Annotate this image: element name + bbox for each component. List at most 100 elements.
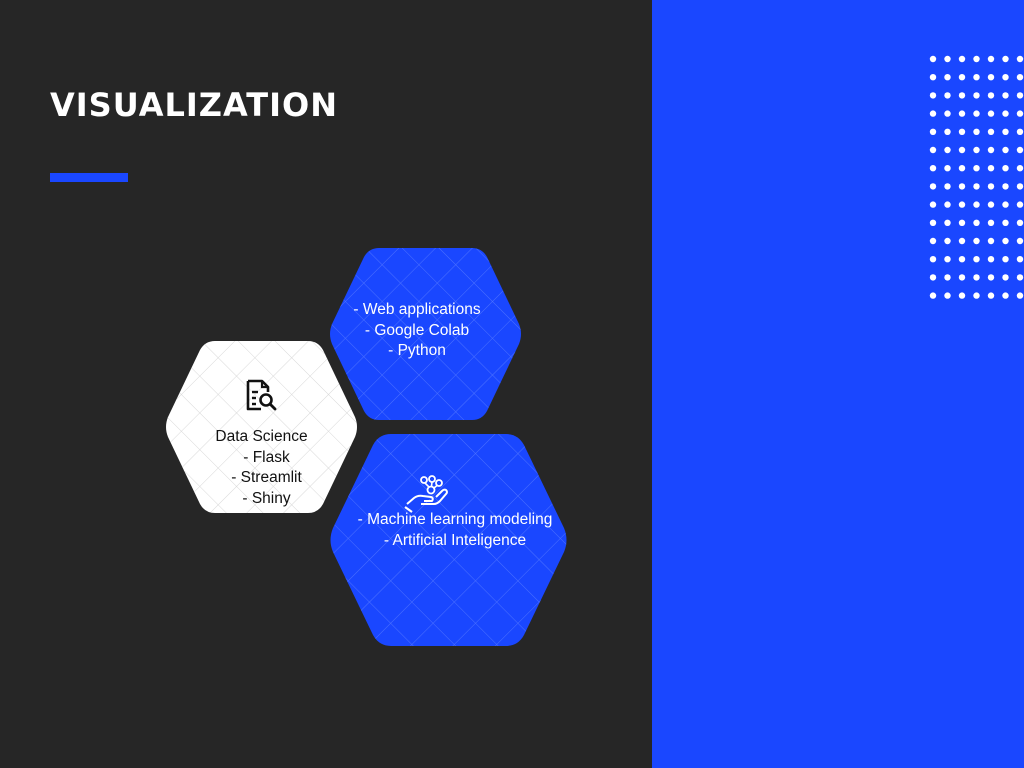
decoration-dot (944, 110, 951, 117)
decoration-dot (1002, 292, 1009, 299)
decoration-dot (944, 256, 951, 263)
decoration-dot (1016, 292, 1024, 299)
decoration-dot (1016, 146, 1024, 154)
decoration-dot (958, 146, 966, 154)
hexagon-line: - Web applications (353, 301, 481, 318)
decoration-dot (929, 55, 937, 63)
decoration-dot (1016, 74, 1024, 81)
decoration-dot (1002, 237, 1009, 245)
decoration-dot (1002, 55, 1009, 63)
decoration-dot (1002, 92, 1009, 99)
decoration-dot (1002, 256, 1009, 263)
decoration-dot (1016, 55, 1024, 63)
hexagon-line: - Flask (243, 448, 290, 466)
hexagon-web-applications (327, 246, 524, 422)
decoration-dot (973, 92, 980, 99)
decoration-dot (973, 237, 980, 245)
hexagon-line: - Machine learning modeling (357, 511, 553, 528)
decoration-dot (929, 256, 937, 263)
hexagon-machine-learning-text: - Machine learning modeling - Artificial… (345, 510, 565, 551)
decoration-dot (1002, 110, 1009, 117)
decoration-dot (958, 274, 966, 281)
decoration-dot (1016, 219, 1024, 226)
decoration-dot (987, 201, 995, 208)
decoration-dot (958, 74, 966, 81)
decoration-dot (958, 183, 966, 190)
decoration-dot (1016, 110, 1024, 117)
decoration-dot (1002, 183, 1009, 190)
decoration-dot (973, 55, 980, 63)
hexagon-line: - Shiny (242, 489, 291, 507)
decoration-dot (944, 55, 951, 63)
decoration-dot (929, 110, 937, 117)
document-search-icon (244, 378, 278, 412)
decoration-dot (987, 292, 995, 299)
decoration-dot (987, 128, 995, 135)
decoration-dot (987, 55, 995, 63)
decoration-dot (929, 92, 937, 99)
decoration-dot (958, 55, 966, 63)
decoration-dot (958, 165, 966, 172)
decoration-dot (1016, 237, 1024, 245)
decoration-dot (944, 183, 951, 190)
decoration-dot (1016, 274, 1024, 281)
decoration-dot (929, 74, 937, 81)
decoration-dot (987, 237, 995, 245)
decoration-dot (958, 92, 966, 99)
decoration-dot (973, 146, 980, 154)
hexagon-line: - Streamlit (231, 469, 302, 486)
decoration-dot (944, 128, 951, 135)
right-panel (652, 0, 1024, 768)
decoration-dot (973, 165, 980, 172)
decoration-dot (944, 219, 951, 226)
hand-network-icon (404, 474, 450, 514)
decoration-dot (987, 274, 995, 281)
decoration-dot (973, 292, 980, 299)
decoration-dot (958, 110, 966, 117)
decoration-dot (973, 274, 980, 281)
decoration-dot (958, 256, 966, 263)
decoration-dot (929, 128, 937, 135)
decoration-dot (1002, 74, 1009, 81)
decoration-dot (929, 201, 937, 208)
hexagon-line: Data Science (215, 428, 308, 445)
decoration-dot (944, 201, 951, 208)
decoration-dot (929, 274, 937, 281)
decoration-dot (1016, 92, 1024, 99)
decoration-dot (987, 110, 995, 117)
slide-title: VISUALIZATION (50, 86, 338, 124)
decoration-dot (958, 219, 966, 226)
decoration-dot (1016, 183, 1024, 190)
hexagon-data-science-text: Data Science - Flask - Streamlit - Shiny (163, 427, 360, 509)
decoration-dot (1016, 256, 1024, 263)
decoration-dot (987, 183, 995, 190)
decoration-dot (929, 237, 937, 245)
hexagon-line: - Python (388, 342, 446, 359)
decoration-dot (1016, 201, 1024, 208)
decoration-dot (973, 183, 980, 190)
decoration-dot (1002, 219, 1009, 226)
decoration-dot (958, 201, 966, 208)
decoration-dot (987, 92, 995, 99)
decoration-dot (973, 201, 980, 208)
decoration-dot (958, 237, 966, 245)
decoration-dot (973, 110, 980, 117)
decoration-dot (1016, 128, 1024, 135)
decoration-dot (973, 128, 980, 135)
hexagon-data-science (163, 339, 360, 515)
decoration-dot (944, 292, 951, 299)
decoration-dot (973, 74, 980, 81)
decoration-dot (987, 146, 995, 154)
decoration-dot (944, 237, 951, 245)
decoration-dot (929, 183, 937, 190)
decoration-dot (1002, 146, 1009, 154)
decoration-dot (929, 146, 937, 154)
hexagon-line: - Google Colab (364, 321, 470, 339)
dot-grid-decoration (928, 55, 1024, 305)
title-underline (50, 173, 128, 182)
decoration-dot (1002, 165, 1009, 172)
decoration-dot (1002, 201, 1009, 208)
decoration-dot (929, 165, 937, 172)
decoration-dot (1002, 274, 1009, 281)
decoration-dot (944, 92, 951, 99)
